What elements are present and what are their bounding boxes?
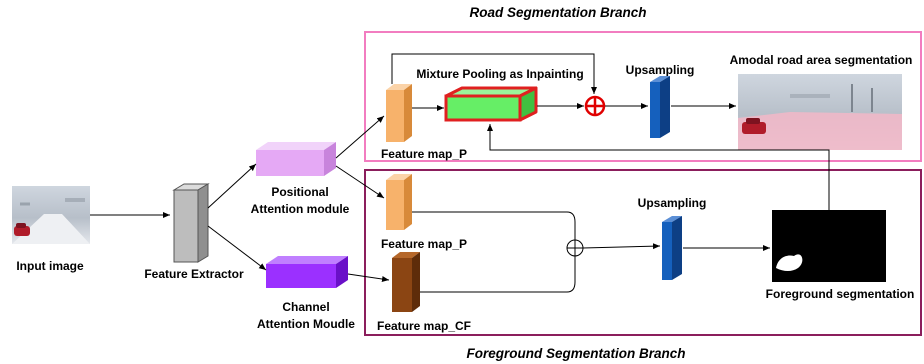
foreground-segmentation-mask — [772, 210, 886, 282]
mixture-pooling-label: Mixture Pooling as Inpainting — [416, 67, 583, 81]
input-image-label: Input image — [16, 259, 84, 273]
upsampling-fg-block — [662, 216, 682, 280]
upsampling-road-label: Upsampling — [626, 63, 695, 77]
feature-extractor-label: Feature Extractor — [144, 267, 244, 281]
mixture-pooling-block — [444, 86, 538, 122]
foreground-branch-title: Foreground Segmentation Branch — [466, 346, 685, 361]
road-branch-box — [364, 31, 922, 162]
feature-map-p-fg-label: Feature map_P — [381, 237, 467, 251]
channel-attention-label: Channel — [282, 300, 329, 314]
upsampling-fg-label: Upsampling — [638, 196, 707, 210]
feature-map-cf-block — [392, 252, 420, 312]
road-branch-title: Road Segmentation Branch — [469, 5, 646, 20]
feature-extractor-block — [172, 183, 210, 263]
amodal-output-thumbnail — [738, 74, 902, 150]
foreground-branch-box — [364, 169, 922, 336]
feature-map-p-road-label: Feature map_P — [381, 147, 467, 161]
positional-attention-label-2: Attention module — [251, 202, 350, 216]
upsampling-road-block — [650, 76, 670, 138]
foreground-output-label: Foreground segmentation — [766, 287, 915, 301]
sum-circle-road — [584, 95, 606, 117]
connections — [90, 53, 830, 293]
channel-attention-label-2: Attention Moudle — [257, 317, 355, 331]
amodal-output-label: Amodal road area segmentation — [730, 53, 913, 67]
feature-map-p-road-block — [386, 84, 412, 142]
positional-attention-label: Positional — [271, 185, 328, 199]
positional-attention-block — [256, 142, 336, 176]
feature-map-p-fg-block — [386, 174, 412, 230]
feature-map-cf-label: Feature map_CF — [377, 319, 471, 333]
input-image-thumbnail — [12, 186, 90, 244]
channel-attention-block — [266, 256, 348, 288]
sum-circle-foreground — [566, 239, 584, 257]
